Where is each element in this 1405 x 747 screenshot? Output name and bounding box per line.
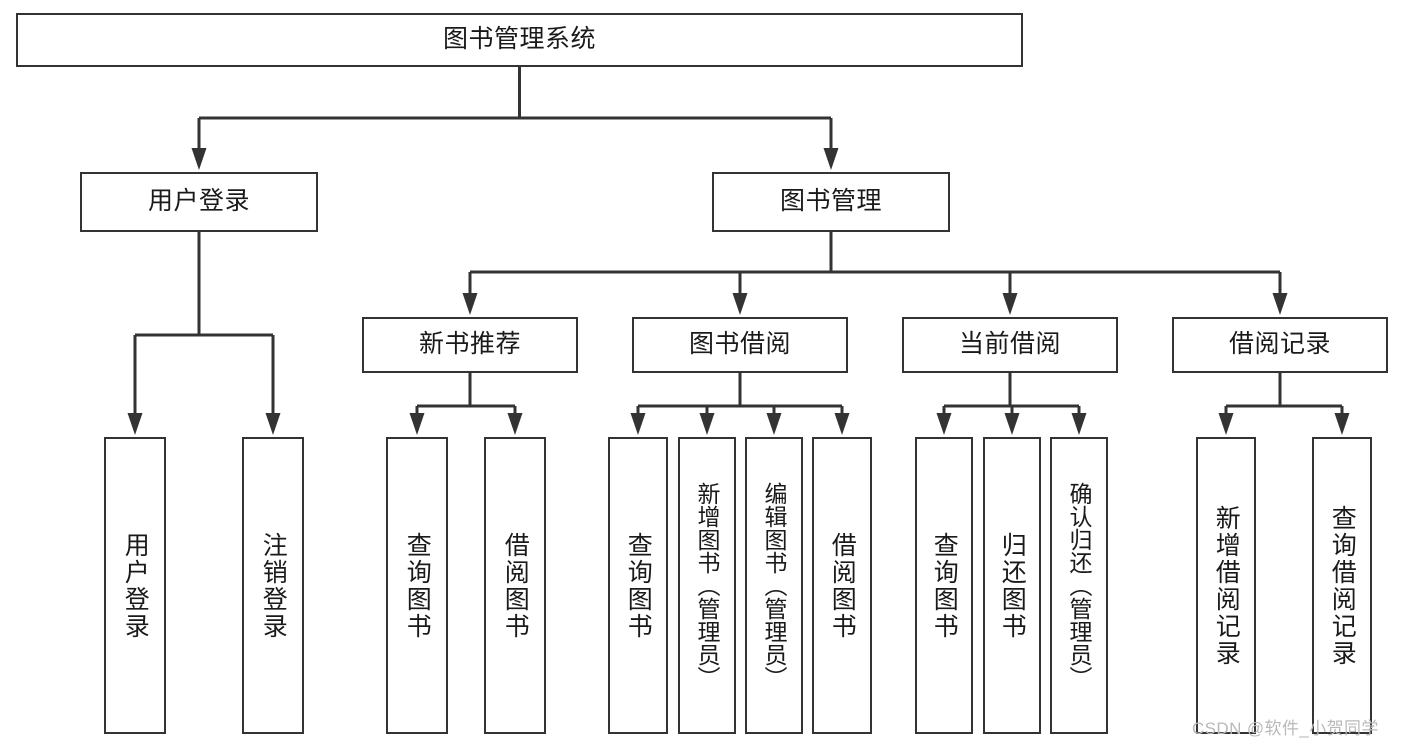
node-label: 图书借阅: [688, 330, 791, 359]
node-leaf-add-record[interactable]: 新增借阅记录: [1196, 437, 1256, 734]
node-records[interactable]: 借阅记录: [1172, 317, 1388, 373]
arrow-head-leaf-confirm-return: [1071, 413, 1087, 435]
arrow-head-newbook: [462, 293, 478, 315]
node-root[interactable]: 图书管理系统: [16, 13, 1023, 67]
node-leaf-user-login[interactable]: 用户登录: [104, 437, 166, 734]
node-leaf-query-book-3[interactable]: 查询图书: [915, 437, 973, 734]
arrow-head-leaf-add-record: [1218, 413, 1234, 435]
node-current[interactable]: 当前借阅: [902, 317, 1118, 373]
node-leaf-add-book[interactable]: 新增图书（管理员）: [678, 437, 736, 734]
arrow-head-leaf-query-book-1: [409, 413, 425, 435]
node-leaf-borrow-book-2[interactable]: 借阅图书: [812, 437, 872, 734]
node-leaf-return-book[interactable]: 归还图书: [983, 437, 1041, 734]
node-label: 查询借阅记录: [1328, 504, 1357, 667]
arrow-head-leaf-query-book-3: [936, 413, 952, 435]
node-leaf-edit-book[interactable]: 编辑图书（管理员）: [745, 437, 803, 734]
node-newbook[interactable]: 新书推荐: [362, 317, 578, 373]
node-label: 注销登录: [259, 531, 288, 640]
arrow-head-leaf-query-record: [1334, 413, 1350, 435]
node-label: 新书推荐: [418, 330, 521, 359]
node-label: 查询图书: [403, 531, 432, 640]
arrow-head-leaf-borrow-book-2: [834, 413, 850, 435]
node-label: 图书管理: [779, 187, 882, 216]
arrow-head-current: [1002, 293, 1018, 315]
node-label: 编辑图书（管理员）: [761, 482, 788, 689]
arrow-head-login: [191, 148, 207, 170]
node-label: 查询图书: [624, 531, 653, 640]
node-label: 借阅记录: [1228, 330, 1331, 359]
node-leaf-borrow-book-1[interactable]: 借阅图书: [484, 437, 546, 734]
node-label: 查询图书: [930, 531, 959, 640]
node-borrow[interactable]: 图书借阅: [632, 317, 848, 373]
node-label: 当前借阅: [958, 330, 1061, 359]
node-label: 新增图书（管理员）: [694, 482, 721, 689]
node-label: 归还图书: [998, 531, 1027, 640]
arrow-head-leaf-add-book: [699, 413, 715, 435]
node-leaf-confirm-return[interactable]: 确认归还（管理员）: [1050, 437, 1108, 734]
node-label: 用户登录: [121, 531, 150, 640]
node-label: 借阅图书: [501, 531, 530, 640]
node-login[interactable]: 用户登录: [80, 172, 318, 232]
node-leaf-query-book-2[interactable]: 查询图书: [608, 437, 668, 734]
node-bookmgmt[interactable]: 图书管理: [712, 172, 950, 232]
node-leaf-query-book-1[interactable]: 查询图书: [386, 437, 448, 734]
arrow-head-bookmgmt: [823, 148, 839, 170]
arrow-head-leaf-user-login: [127, 413, 143, 435]
arrow-head-leaf-edit-book: [766, 413, 782, 435]
arrow-head-borrow: [732, 293, 748, 315]
node-label: 确认归还（管理员）: [1066, 482, 1093, 689]
arrow-head-records: [1272, 293, 1288, 315]
node-leaf-user-logout[interactable]: 注销登录: [242, 437, 304, 734]
node-label: 新增借阅记录: [1212, 504, 1241, 667]
node-leaf-query-record[interactable]: 查询借阅记录: [1312, 437, 1372, 734]
arrow-head-leaf-user-logout: [265, 413, 281, 435]
node-label: 借阅图书: [828, 531, 857, 640]
arrow-head-leaf-borrow-book-1: [507, 413, 523, 435]
node-label: 用户登录: [147, 187, 250, 216]
node-label: 图书管理系统: [442, 25, 596, 54]
arrow-head-leaf-return-book: [1004, 413, 1020, 435]
arrow-head-leaf-query-book-2: [630, 413, 646, 435]
